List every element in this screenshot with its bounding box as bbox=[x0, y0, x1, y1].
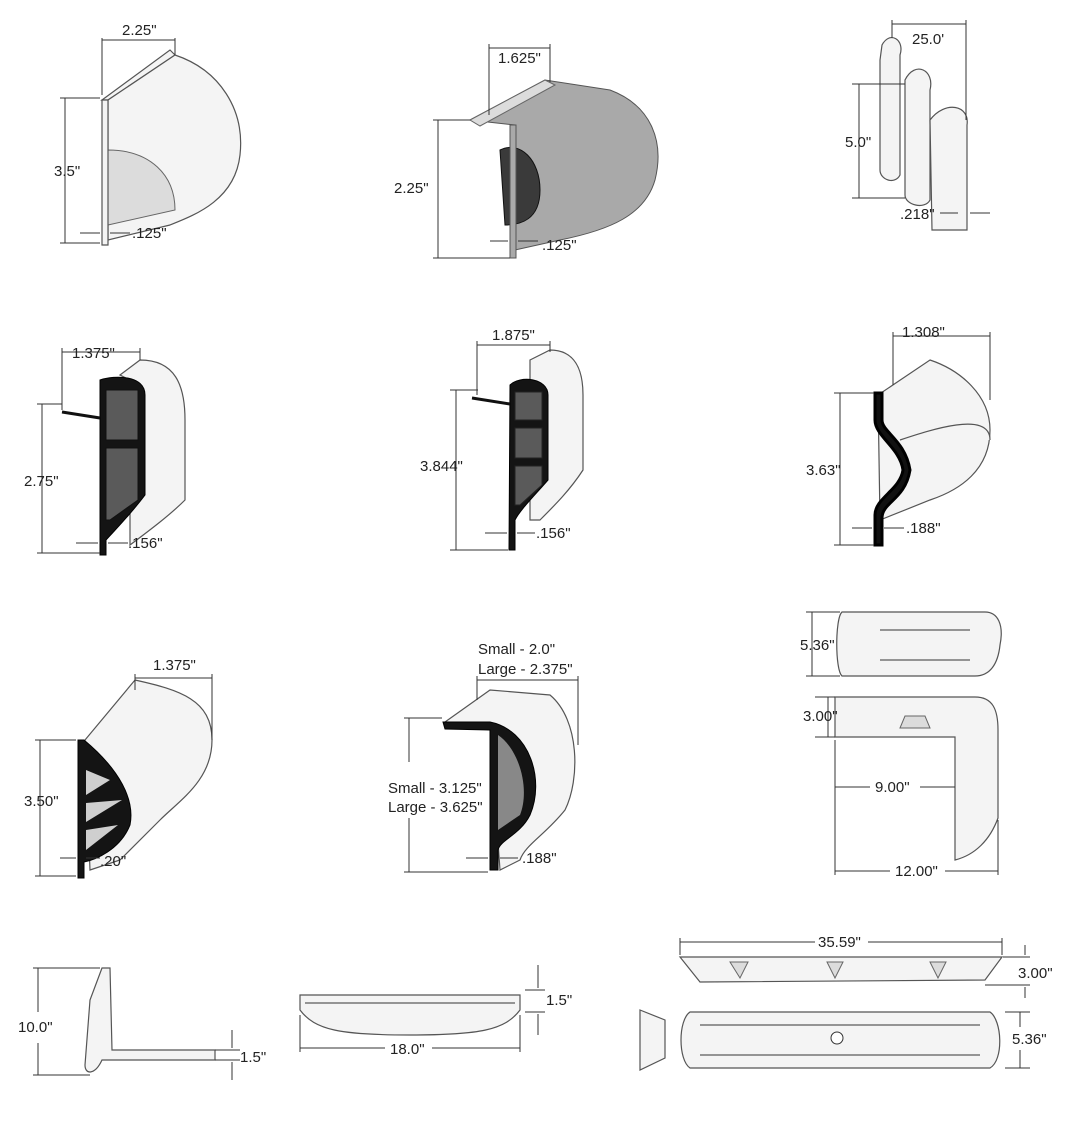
profile-s-curve: 1.308" 3.63" .188" bbox=[806, 324, 991, 547]
dim-inner-length: 9.00" bbox=[875, 779, 910, 796]
dim-height: 2.75" bbox=[24, 473, 59, 490]
dim-width-small: Small - 2.0" bbox=[478, 641, 555, 658]
dim-depth: 5.36" bbox=[800, 637, 835, 654]
dim-height: 3.844" bbox=[420, 458, 463, 475]
profile-vinyl-dock-edge-large: 2.25" 3.5" .125" bbox=[54, 22, 242, 246]
dim-width: 2.25" bbox=[122, 22, 157, 39]
dim-width: 1.375" bbox=[153, 657, 196, 674]
profile-black-core-small: 1.375" 2.75" .156" bbox=[24, 345, 186, 556]
dim-width: 1.875" bbox=[492, 327, 535, 344]
profile-long-dock-bumper: 35.59" 3.00" 5.36" bbox=[639, 934, 1053, 1071]
dim-thickness: .188" bbox=[522, 850, 557, 867]
dim-height: 3.63" bbox=[806, 462, 841, 479]
profile-l-shape-bumper: 10.0" 1.5" bbox=[18, 967, 266, 1080]
dim-thickness: .188" bbox=[906, 520, 941, 537]
dim-width: 1.308" bbox=[902, 324, 945, 341]
dim-height: 10.0" bbox=[18, 1019, 53, 1036]
dim-height-small: Small - 3.125" bbox=[388, 780, 482, 797]
dim-thickness: .156" bbox=[128, 535, 163, 552]
dim-depth: 5.36" bbox=[1012, 1031, 1047, 1048]
dim-height: 2.25" bbox=[394, 180, 429, 197]
dim-length: 35.59" bbox=[818, 934, 861, 951]
dim-thickness: .218" bbox=[900, 206, 935, 223]
dim-height-large: Large - 3.625" bbox=[388, 799, 483, 816]
dim-height: 3.00" bbox=[1018, 965, 1053, 982]
dim-height: 3.5" bbox=[54, 163, 80, 180]
profile-flat-step-bumper: 1.5" 18.0" bbox=[299, 965, 572, 1058]
dim-width-large: Large - 2.375" bbox=[478, 661, 573, 678]
dim-length: 25.0' bbox=[912, 31, 944, 48]
profile-ribbed-d: 1.375" 3.50" .20" bbox=[24, 657, 213, 879]
dim-height: 5.0" bbox=[845, 134, 871, 151]
dim-width: 1.375" bbox=[72, 345, 115, 362]
profile-corner-d: Small - 2.0" Large - 2.375" Small - 3.12… bbox=[388, 641, 579, 873]
dim-height: 1.5" bbox=[546, 992, 572, 1009]
dim-width: 1.625" bbox=[498, 50, 541, 67]
profile-corner-bumper: 5.36" 3.00" 9.00" 12.00" bbox=[800, 611, 1002, 880]
dim-thickness: .125" bbox=[542, 237, 577, 254]
profile-grey-dock-edge: 1.625" 2.25" .125" bbox=[394, 44, 659, 259]
profile-black-core-tall: 1.875" 3.844" .156" bbox=[420, 327, 584, 551]
dim-length: 18.0" bbox=[390, 1041, 425, 1058]
dim-thickness: .20" bbox=[100, 853, 126, 870]
dim-height: 3.00" bbox=[803, 708, 838, 725]
dim-thickness: .125" bbox=[132, 225, 167, 242]
dim-thickness: .156" bbox=[536, 525, 571, 542]
dim-thickness: 1.5" bbox=[240, 1049, 266, 1066]
dim-length: 12.00" bbox=[895, 863, 938, 880]
profile-wave-dock-edge-roll: 25.0' 5.0" .218" bbox=[845, 20, 990, 231]
dim-height: 3.50" bbox=[24, 793, 59, 810]
